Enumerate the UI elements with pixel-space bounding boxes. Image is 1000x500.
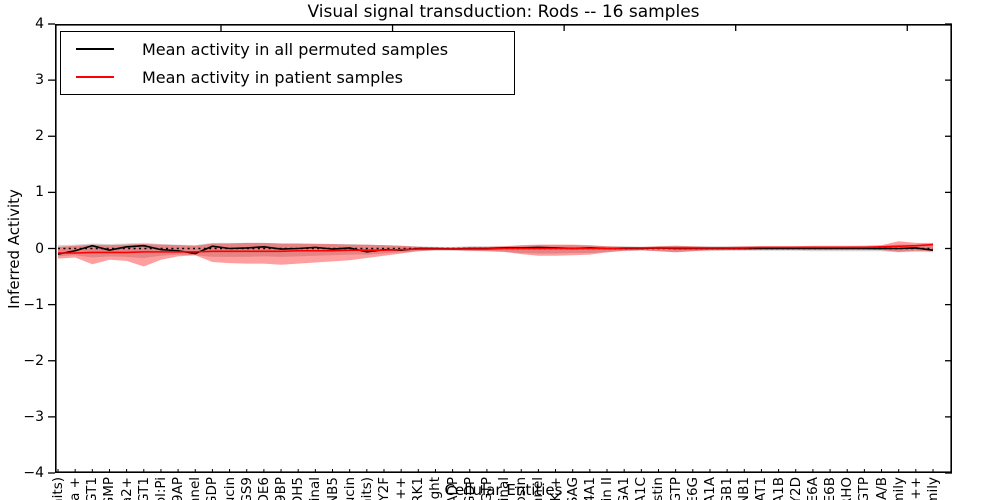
y-tick-label: −2 — [23, 352, 44, 369]
permuted-std-band — [58, 242, 933, 259]
y-tick-label: 0 — [35, 240, 44, 257]
chart-title: Visual signal transduction: Rods -- 16 s… — [307, 2, 700, 22]
legend-label: Mean activity in patient samples — [142, 67, 403, 87]
legend-label: Mean activity in all permuted samples — [142, 39, 449, 59]
y-tick-label: −4 — [23, 465, 44, 481]
legend: Mean activity in all permuted samples Me… — [60, 31, 515, 95]
y-tick-label: 2 — [35, 128, 44, 145]
legend-item-patient: Mean activity in patient samples — [61, 63, 514, 91]
legend-line-sample-red — [76, 76, 114, 78]
plot-frame — [55, 24, 953, 473]
plot-area — [48, 23, 953, 474]
y-tick-label: 4 — [35, 16, 44, 32]
y-tick-label: 1 — [35, 184, 44, 201]
y-tick-label: −3 — [23, 408, 44, 425]
patient-mean-line — [58, 243, 934, 254]
legend-item-permuted: Mean activity in all permuted samples — [61, 35, 514, 63]
y-tick-label: −1 — [23, 296, 44, 313]
legend-line-sample-black — [76, 48, 114, 50]
x-axis-label: Cellular Entities — [444, 481, 563, 499]
y-tick-label: 3 — [35, 72, 44, 89]
